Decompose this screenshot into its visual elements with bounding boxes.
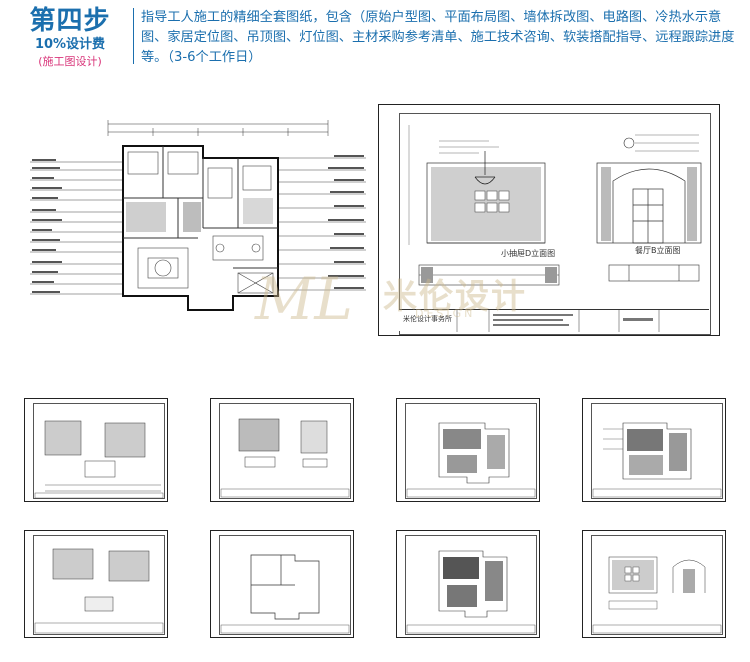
step-block: 第四步 10%设计费 (施工图设计): [8, 6, 132, 70]
thumbnail-sheet-4: [582, 398, 726, 502]
company-name: 米伦设计事务所: [403, 315, 452, 323]
elevation-label-left: 小抽屉D立面图: [501, 249, 556, 258]
thumbnail-sheet-5: [24, 530, 168, 638]
title-block: 米伦设计事务所: [399, 309, 709, 332]
fee-label: 10%设计费: [34, 37, 106, 52]
sheet-frame: [33, 403, 165, 499]
step-subtitle: (施工图设计): [38, 55, 102, 68]
thumbnail-sheet-3: [396, 398, 540, 502]
thumbnail-sheet-2: [210, 398, 354, 502]
sheet-frame: [219, 535, 351, 635]
header-divider: [133, 8, 134, 64]
elevation-label-right: 餐厅B立面图: [635, 246, 681, 255]
floor-plan-drawing: [28, 118, 368, 330]
thumbnail-sheet-1: [24, 398, 168, 502]
sheet-frame: [591, 535, 723, 635]
sheet-frame: [399, 113, 711, 335]
step-description: 指导工人施工的精细全套图纸，包含（原始户型图、平面布局图、墙体拆改图、电路图、冷…: [141, 10, 735, 65]
sheet-frame: [405, 403, 537, 499]
sheet-frame: [219, 403, 351, 499]
sheet-frame: [405, 535, 537, 635]
thumbnail-sheet-8: [582, 530, 726, 638]
thumbnail-sheet-7: [396, 530, 540, 638]
step-title: 第四步: [29, 6, 111, 36]
thumbnail-sheet-6: [210, 530, 354, 638]
sheet-frame: [591, 403, 723, 499]
sheet-frame: [33, 535, 165, 635]
elevation-sheet: 小抽屉D立面图 餐厅B立面图 米伦设计事务所: [378, 104, 720, 336]
